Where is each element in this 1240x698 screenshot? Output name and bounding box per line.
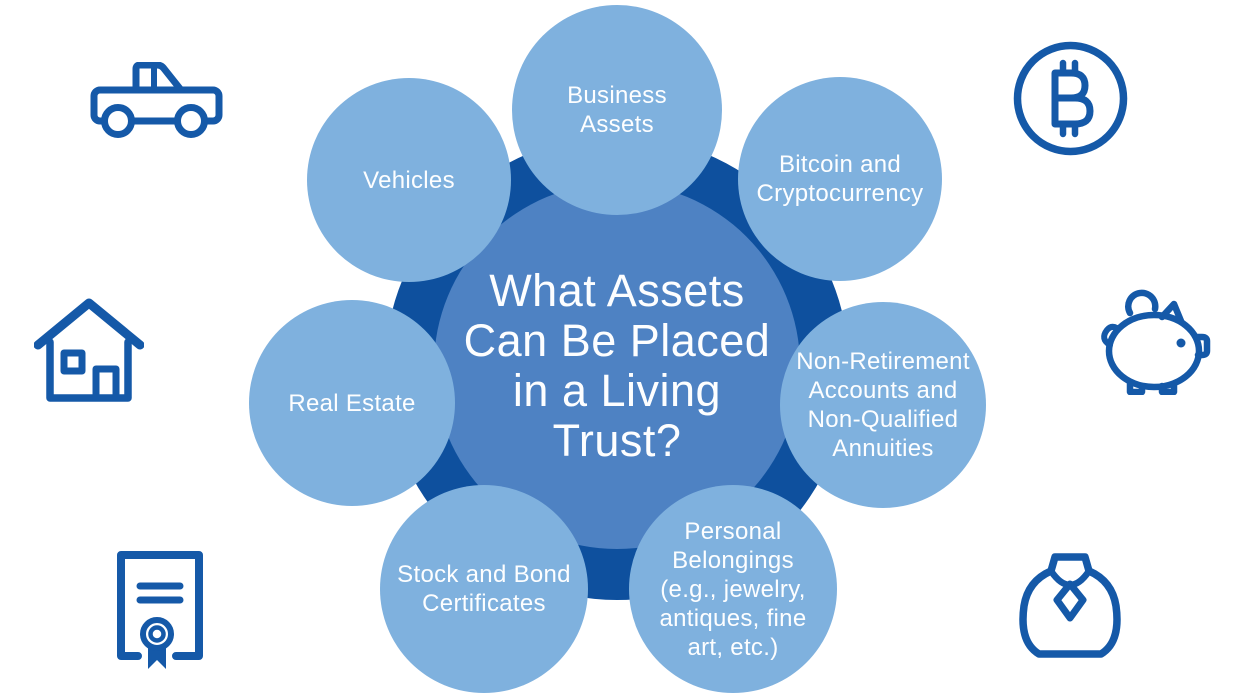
pickup-truck-icon (90, 62, 223, 139)
satellite-label-stock-bond-certificates: Stock and Bond Certificates (397, 561, 571, 617)
satellite-label-personal-belongings: Personal Belongings (e.g., jewelry, anti… (659, 517, 807, 661)
certificate-icon (116, 550, 204, 672)
satellite-business-assets: Business Assets (512, 5, 722, 215)
diagram-title: What Assets Can Be Placed in a Living Tr… (463, 265, 771, 466)
satellite-label-bitcoin-cryptocurrency: Bitcoin and Cryptocurrency (756, 151, 924, 207)
satellite-vehicles: Vehicles (307, 78, 511, 282)
satellite-label-non-retirement-accounts: Non-Retirement Accounts and Non-Qualifie… (796, 348, 970, 462)
satellite-personal-belongings: Personal Belongings (e.g., jewelry, anti… (629, 485, 837, 693)
piggy-bank-icon (1100, 285, 1212, 395)
satellite-label-real-estate: Real Estate (288, 389, 416, 417)
house-icon (34, 293, 144, 405)
satellite-bitcoin-cryptocurrency: Bitcoin and Cryptocurrency (738, 77, 942, 281)
satellite-label-vehicles: Vehicles (363, 166, 455, 194)
necklace-icon (1014, 552, 1126, 664)
satellite-label-business-assets: Business Assets (567, 82, 667, 138)
center-circle: What Assets Can Be Placed in a Living Tr… (434, 183, 800, 549)
bitcoin-icon (1008, 36, 1133, 161)
satellite-stock-bond-certificates: Stock and Bond Certificates (380, 485, 588, 693)
satellite-real-estate: Real Estate (249, 300, 455, 506)
satellite-non-retirement-accounts: Non-Retirement Accounts and Non-Qualifie… (780, 302, 986, 508)
